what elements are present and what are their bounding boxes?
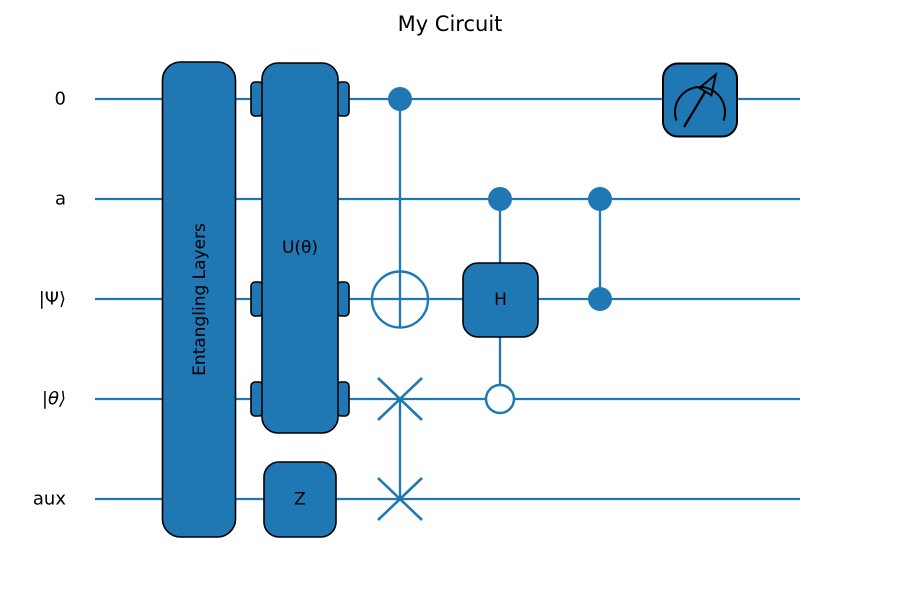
z-gate-box [263,461,337,538]
cz-control-dot-a-icon [588,187,612,211]
wire-label-0: 0 [55,89,66,110]
h-filled-control-dot-icon [488,187,512,211]
h-gate-box [462,262,539,338]
cnot-target-icon [370,270,430,329]
measurement-needle-arrowhead [697,71,718,97]
swap-cross-aux-icon [377,477,423,521]
u-theta-gate-box [261,62,339,434]
wire-label-psi: |Ψ⟩ [39,289,66,310]
wire-label-aux: aux [33,489,66,510]
cnot-control-dot-icon [388,87,412,111]
h-gate-label: H [494,290,507,310]
entangling-layers-gate-box [161,61,237,538]
measurement-gate-icon [662,62,738,138]
cz-control-dot-psi-icon [588,287,612,311]
measurement-needle-line [683,91,706,128]
entangling-layers-gate-label: Entangling Layers [190,223,210,376]
z-gate-label: Z [294,490,306,510]
u-theta-gate-label: U(θ) [282,238,318,258]
circuit-title: My Circuit [398,12,503,36]
wire-label-a: a [55,189,66,210]
swap-cross-theta-icon [377,377,423,421]
h-open-control-dot-icon [484,383,516,415]
wire-label-theta: |θ⟩ [42,389,66,410]
